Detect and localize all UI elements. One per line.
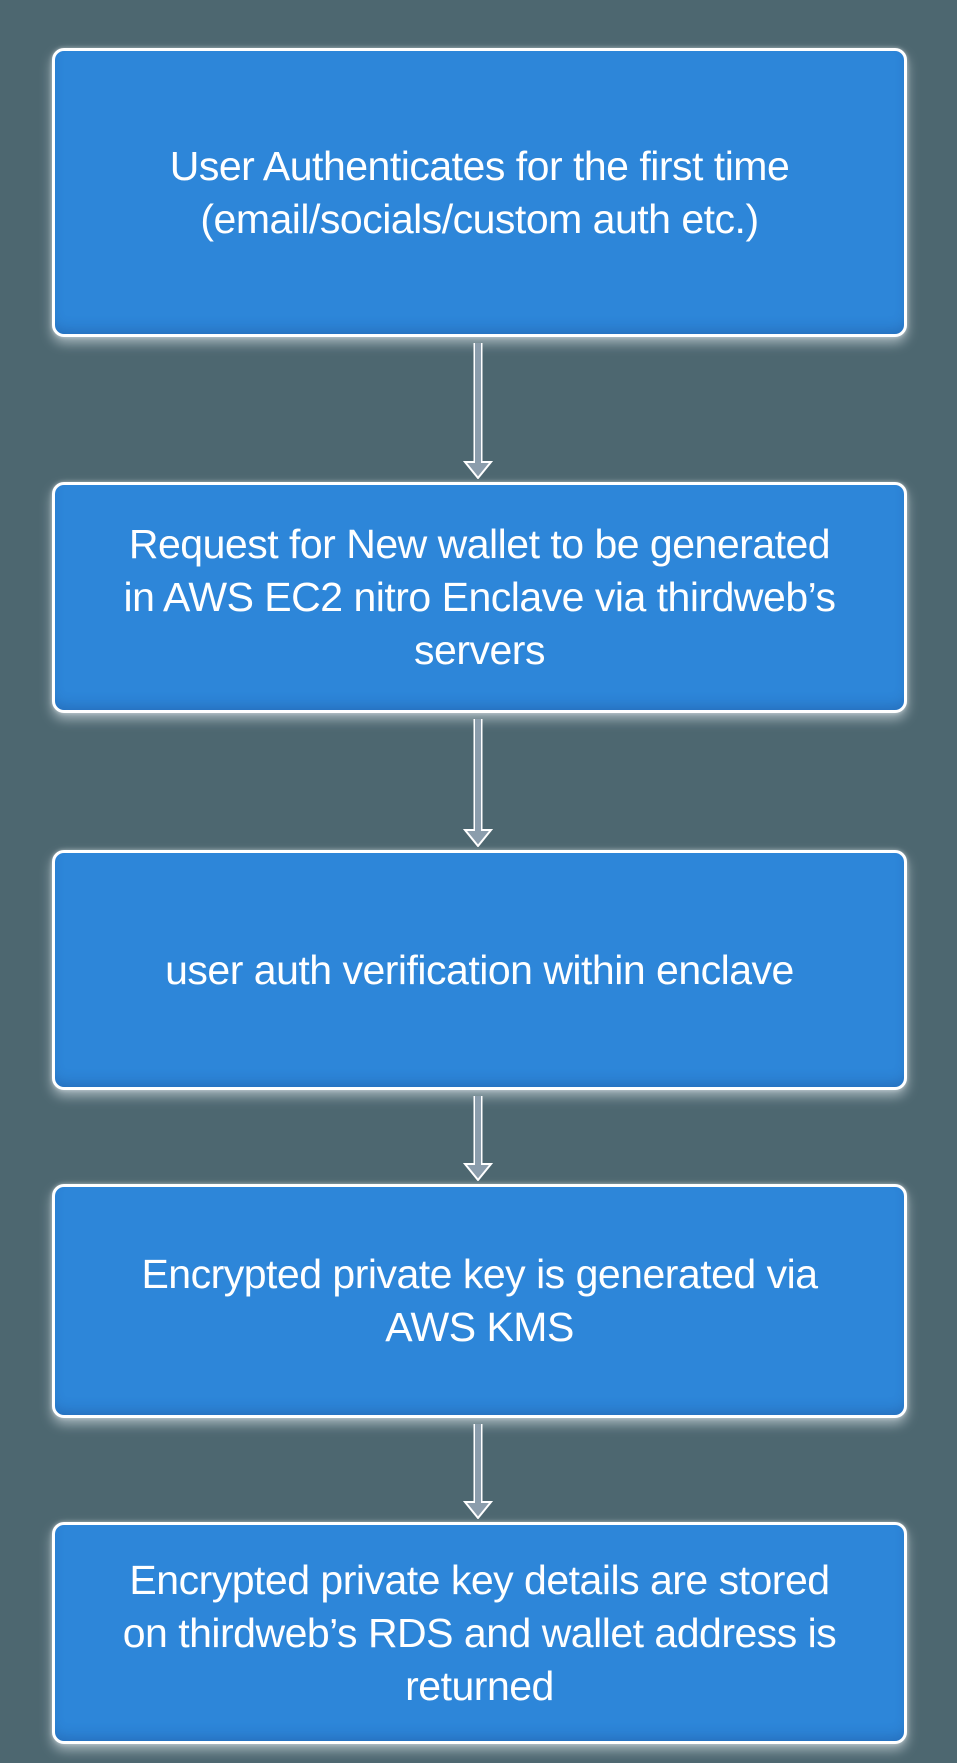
flow-step-2-text-line-1: Request for New wallet to be generated [128, 521, 831, 567]
flow-step-1: User Authenticates for the first time (e… [52, 48, 907, 337]
arrow-down-icon [461, 718, 495, 847]
flow-step-2-text-line-2: in AWS EC2 nitro Enclave via thirdweb’s [123, 574, 837, 620]
arrow-down-icon [461, 342, 495, 479]
flow-step-3-text-line-1: user auth verification within enclave [165, 946, 794, 993]
arrow-down-icon [461, 1423, 495, 1519]
arrow-down-icon [461, 1095, 495, 1181]
flow-step-5-text-line-3: returned [405, 1662, 554, 1709]
flow-step-1-text-line-1: User Authenticates for the first time [169, 142, 790, 189]
flow-step-1-text-line-2: (email/socials/custom auth etc.) [200, 195, 759, 242]
flow-step-2-text-line-3: servers [414, 627, 545, 673]
flow-step-3: user auth verification within enclave [52, 850, 907, 1090]
flow-step-2: Request for New wallet to be generated i… [52, 482, 907, 713]
flow-step-5: Encrypted private key details are stored… [52, 1522, 907, 1744]
flow-step-5-text-line-2: on thirdweb’s RDS and wallet address is [122, 1609, 837, 1656]
flow-step-4-text-line-2: AWS KMS [385, 1304, 574, 1350]
flow-step-4: Encrypted private key is generated via A… [52, 1184, 907, 1418]
flow-step-4-text-line-1: Encrypted private key is generated via [141, 1251, 818, 1297]
flow-step-5-text-line-1: Encrypted private key details are stored [129, 1556, 830, 1603]
